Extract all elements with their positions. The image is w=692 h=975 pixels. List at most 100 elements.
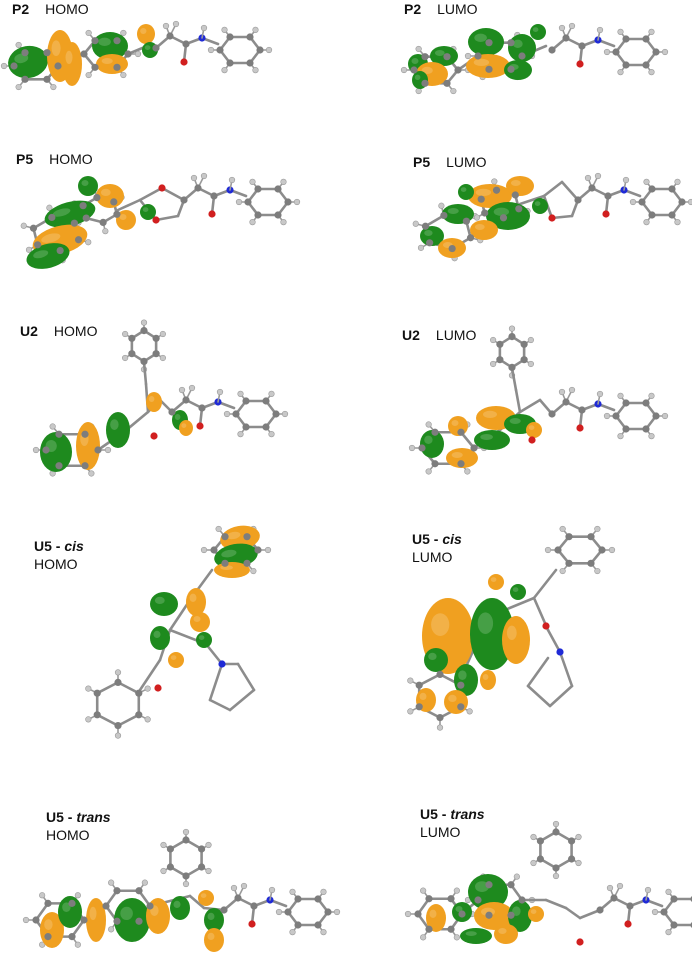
carbon-atom <box>70 219 78 227</box>
hydrogen-atom <box>268 431 275 438</box>
lobe-highlight <box>62 902 71 912</box>
hydrogen-atom <box>407 708 414 715</box>
lobe-highlight <box>41 233 61 243</box>
lobe-highlight <box>447 208 459 214</box>
carbon-atom <box>508 333 516 341</box>
hydrogen-atom <box>643 178 650 185</box>
carbon-atom <box>520 340 528 348</box>
hydrogen-atom <box>594 525 601 533</box>
orbital-lobe-negative <box>204 928 224 952</box>
hydrogen-atom <box>162 22 170 30</box>
lobe-highlight <box>490 577 497 582</box>
lobe-highlight <box>424 230 433 236</box>
hydrogen-atom <box>144 716 151 723</box>
carbon-atom <box>518 52 526 60</box>
label-u5cis-lumo: U5 - cis LUMO <box>412 530 462 566</box>
carbon-atom <box>135 887 143 895</box>
lobe-highlight <box>200 893 207 898</box>
carbon-atom <box>536 837 545 845</box>
hydrogen-atom <box>643 219 650 226</box>
orbital-lobe-negative <box>220 525 260 551</box>
lobe-highlight <box>477 612 494 634</box>
molecule-id: U5 - trans <box>46 809 111 825</box>
carbon-atom <box>610 894 618 902</box>
orbital-lobe <box>502 616 530 664</box>
bond <box>116 681 141 695</box>
carbon-atom <box>91 63 99 71</box>
carbon-atom <box>447 925 455 933</box>
carbon-atom <box>274 211 282 219</box>
carbon-atom <box>113 210 121 218</box>
orbital-lobe-positive <box>504 60 532 80</box>
carbon-atom <box>485 881 493 889</box>
lobe-highlight <box>455 906 463 912</box>
orbital-lobe <box>86 898 106 942</box>
carbon-atom <box>113 37 121 45</box>
hydrogen-atom <box>412 220 419 227</box>
carbon-atom <box>588 184 596 192</box>
orbital-lobe <box>470 598 514 670</box>
carbon-atom <box>21 49 29 57</box>
carbon-atom <box>262 397 270 405</box>
orbital-lobe <box>150 592 178 616</box>
hydrogen-atom <box>280 178 287 185</box>
lobe-highlight <box>428 652 437 660</box>
hydrogen-atom <box>32 446 40 454</box>
hydrogen-atom <box>558 388 566 396</box>
carbon-atom <box>54 62 62 70</box>
hydrogen-atom <box>122 354 129 362</box>
orbital-lobe <box>532 198 548 214</box>
lobe-highlight <box>81 180 89 186</box>
lobe-highlight <box>451 452 463 458</box>
orbital-lobe <box>78 176 98 196</box>
hydrogen-atom <box>464 52 472 60</box>
hydrogen-atom <box>141 879 148 886</box>
hydrogen-atom <box>473 214 481 221</box>
hydrogen-atom <box>46 204 53 211</box>
carbon-atom <box>242 423 250 431</box>
hydrogen-atom <box>552 872 560 880</box>
orbital-lobe <box>179 420 193 436</box>
carbon-atom <box>426 239 434 247</box>
carbon-atom <box>262 423 270 431</box>
orbital-lobe-negative <box>168 652 184 668</box>
carbon-atom <box>652 48 660 56</box>
carbon-atom <box>520 356 528 364</box>
carbon-atom <box>68 933 76 941</box>
orbital-lobe-negative <box>186 588 206 616</box>
molecule-id: P2 <box>404 1 422 17</box>
hydrogen-atom <box>160 867 167 875</box>
hydrogen-atom <box>88 470 95 477</box>
orbital-name: HOMO <box>53 323 98 339</box>
hydrogen-atom <box>114 669 122 676</box>
bond <box>154 214 180 222</box>
carbon-atom <box>587 533 595 541</box>
hydrogen-atom <box>665 888 672 895</box>
orbital-lobe-negative <box>190 612 210 632</box>
carbon-atom <box>197 845 206 853</box>
hydrogen-atom <box>160 841 167 849</box>
molecule-id: U5 - trans <box>420 806 485 822</box>
carbon-atom <box>68 899 76 907</box>
lobe-highlight <box>414 74 421 80</box>
carbon-atom <box>10 62 18 70</box>
carbon-atom <box>415 703 423 711</box>
molecule-id: P5 <box>413 154 431 170</box>
hydrogen-atom <box>603 412 611 420</box>
bond <box>518 398 542 414</box>
orbital-lobe-negative <box>426 904 446 932</box>
carbon-atom <box>32 916 40 924</box>
carbon-atom <box>477 195 485 203</box>
hydrogen-atom <box>252 67 259 74</box>
oxygen-atom <box>154 684 162 692</box>
hydrogen-atom <box>674 178 681 185</box>
carbon-atom <box>598 546 606 554</box>
hydrogen-atom <box>464 468 471 475</box>
carbon-atom <box>436 670 444 679</box>
hydrogen-atom <box>249 178 256 185</box>
carbon-atom <box>499 214 508 222</box>
carbon-atom <box>210 192 218 200</box>
hydrogen-atom <box>122 330 129 338</box>
carbon-atom <box>152 334 160 342</box>
